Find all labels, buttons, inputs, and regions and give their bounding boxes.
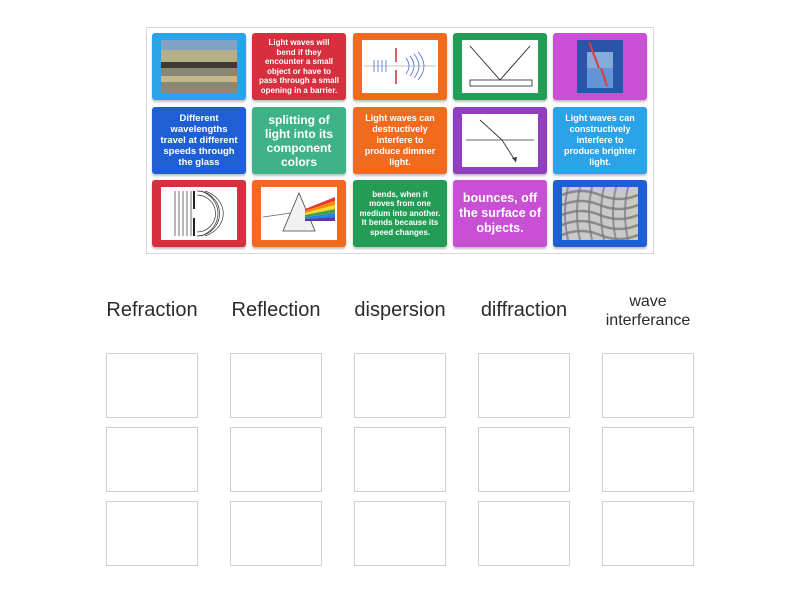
drop-slot[interactable] [354,353,446,418]
wave-barrier-diagram [362,40,438,93]
column-heading-diffraction: diffraction [480,299,568,321]
drop-slot[interactable] [602,427,694,492]
card-wave-diffraction-diagram[interactable] [353,33,447,100]
card-diffraction-wavefront-diagram[interactable] [152,180,246,247]
drop-slot[interactable] [230,427,322,492]
wavefront-barrier-diagram [161,187,237,240]
sunset-reflection-image [161,40,237,93]
drop-slot[interactable] [354,501,446,566]
refraction-ray-diagram [462,114,538,167]
card-refraction-definition[interactable]: bends, when it moves from one medium int… [353,180,447,247]
prism-spectrum-diagram [261,187,337,240]
drop-slot[interactable] [106,427,198,492]
card-interference-pattern-image[interactable] [553,180,647,247]
drop-slot[interactable] [602,353,694,418]
column-heading-dispersion: dispersion [354,299,446,321]
interference-pattern-image [562,187,638,240]
drop-slot[interactable] [478,501,570,566]
drop-slot[interactable] [230,353,322,418]
card-constructive-interference[interactable]: Light waves can constructively interfere… [553,107,647,174]
card-sunset-water-image[interactable] [152,33,246,100]
drop-slot[interactable] [478,427,570,492]
drop-slot[interactable] [106,501,198,566]
straw-in-glass-image [577,40,623,93]
card-dispersion-definition[interactable]: splitting of light into its component co… [252,107,346,174]
card-destructive-interference[interactable]: Light waves can destructively interfere … [353,107,447,174]
card-reflection-definition[interactable]: bounces, off the surface of objects. [453,180,547,247]
column-heading-refraction: Refraction [106,299,198,321]
card-dispersion-explanation[interactable]: Different wavelengths travel at differen… [152,107,246,174]
drop-slot[interactable] [106,353,198,418]
drop-slot[interactable] [602,501,694,566]
column-heading-wave-interference: wave interferance [605,293,691,329]
reflection-diagram [462,40,538,93]
card-prism-dispersion-image[interactable] [252,180,346,247]
drop-slot[interactable] [354,427,446,492]
card-diffraction-definition[interactable]: Light waves will bend if they encounter … [252,33,346,100]
drop-slot[interactable] [478,353,570,418]
drop-slot[interactable] [230,501,322,566]
card-refraction-diagram[interactable] [453,107,547,174]
column-heading-reflection: Reflection [231,299,321,321]
card-reflection-diagram[interactable] [453,33,547,100]
card-refraction-glass-image[interactable] [553,33,647,100]
